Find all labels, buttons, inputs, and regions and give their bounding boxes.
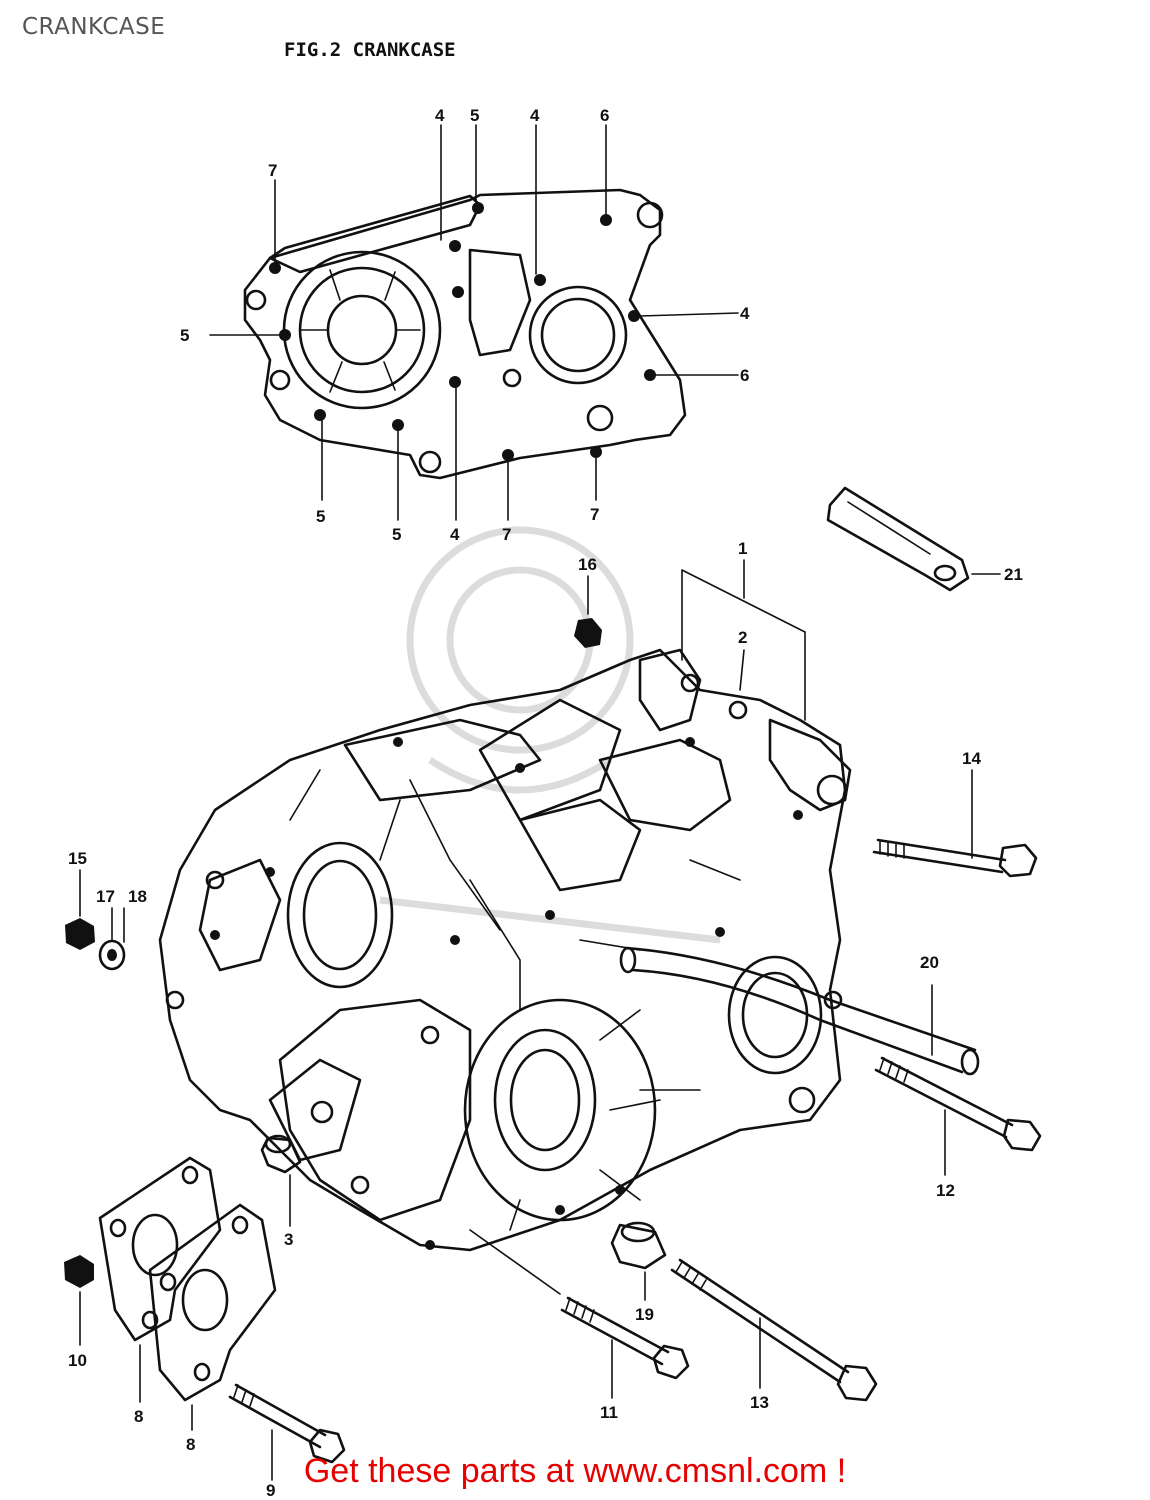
watermark <box>379 526 721 944</box>
main-crankcase-assembly <box>158 559 980 1252</box>
callout-5-top: 5 <box>470 106 479 125</box>
callout-5-bottom-left: 5 <box>316 507 325 526</box>
callout-20: 20 <box>920 953 939 972</box>
footer-link[interactable]: Get these parts at www.cmsnl.com ! <box>303 1452 847 1490</box>
part-14-bolt <box>872 769 1038 878</box>
part-13-bolt <box>670 1258 878 1402</box>
part-3-dowel <box>260 1134 302 1227</box>
callout-19: 19 <box>635 1305 654 1324</box>
page-title: CRANKCASE <box>22 14 166 40</box>
callout-7-top: 7 <box>268 161 277 180</box>
callout-17: 17 <box>96 887 115 906</box>
callout-8-front: 8 <box>134 1407 143 1426</box>
callout-18: 18 <box>128 887 147 906</box>
callout-5-bottom: 5 <box>392 525 401 544</box>
part-10-nut <box>64 1255 94 1346</box>
callout-6-right: 6 <box>740 366 749 385</box>
callout-1: 1 <box>738 539 747 558</box>
callout-21: 21 <box>1004 565 1023 584</box>
part-12-bolt <box>874 1056 1042 1176</box>
upper-crankcase-half <box>209 124 739 521</box>
part-19-dowel <box>610 1221 667 1301</box>
callout-11: 11 <box>600 1403 618 1422</box>
callout-8-rear: 8 <box>186 1435 195 1454</box>
figure-caption: FIG.2 CRANKCASE <box>284 39 456 61</box>
callout-4-bottom: 4 <box>450 525 460 544</box>
callout-4-right: 4 <box>740 304 750 323</box>
part-21-bracket <box>826 486 1001 592</box>
callout-10: 10 <box>68 1351 87 1370</box>
callout-4-top: 4 <box>435 106 445 125</box>
callout-14: 14 <box>962 749 981 768</box>
callout-3: 3 <box>284 1230 293 1249</box>
callout-12: 12 <box>936 1181 955 1200</box>
part-9-bolt <box>228 1383 346 1481</box>
callout-6-top: 6 <box>600 106 609 125</box>
part-17-18-washers <box>98 907 126 971</box>
callout-4-top-right: 4 <box>530 106 540 125</box>
part-16-nut <box>574 575 602 648</box>
callout-7-bottom-right: 7 <box>590 505 599 524</box>
callout-15: 15 <box>68 849 87 868</box>
part-15-nut <box>65 869 95 950</box>
part-11-bolt <box>469 1229 690 1399</box>
part-8-gasket-front <box>98 1156 222 1403</box>
callout-5-left: 5 <box>180 326 189 345</box>
callout-13: 13 <box>750 1393 769 1412</box>
callout-2: 2 <box>738 628 747 647</box>
part-8-gasket-rear <box>148 1203 277 1431</box>
callout-7-bottom: 7 <box>502 525 511 544</box>
callout-16: 16 <box>578 555 597 574</box>
callout-9: 9 <box>266 1481 275 1500</box>
